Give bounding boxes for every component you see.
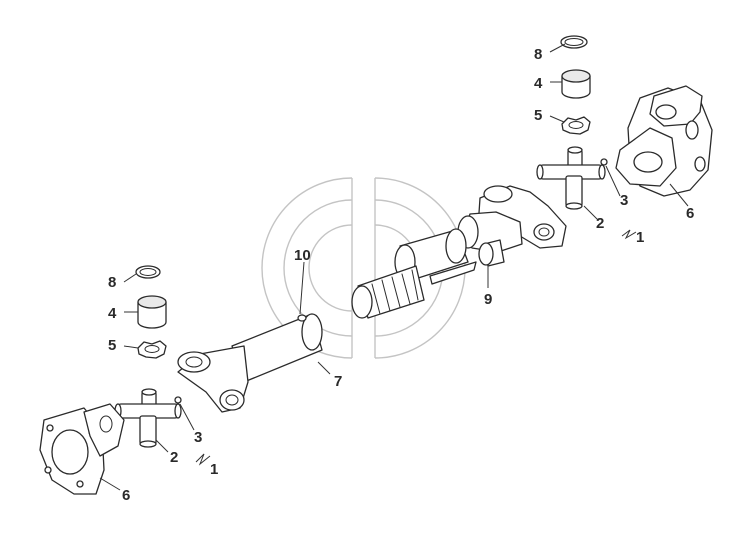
snap-ring-8-top	[560, 35, 588, 49]
callout-3-left: 3	[194, 429, 202, 446]
callout-6-left: 6	[122, 487, 130, 504]
bearing-cup-4-left	[137, 295, 167, 329]
callout-2-left: 2	[170, 449, 178, 466]
callouts: 8 4 5 3 6 2 1 9 10 7 8 4 5 3 2 1 6	[108, 46, 694, 504]
leader-lines	[99, 43, 689, 491]
callout-6-right: 6	[686, 205, 694, 222]
callout-8-left: 8	[108, 274, 116, 291]
callout-4-left: 4	[108, 305, 117, 322]
spline-shaft	[351, 265, 425, 319]
callout-7: 7	[334, 373, 342, 390]
callout-10: 10	[294, 247, 311, 264]
cross-spider-left	[114, 388, 182, 448]
callout-3-right: 3	[620, 192, 628, 209]
slip-yoke-right	[457, 185, 567, 253]
callout-1-right: 1	[636, 229, 644, 246]
shaft-tube-7	[231, 313, 323, 383]
cross-spider-right	[536, 146, 608, 210]
callout-9: 9	[484, 291, 492, 308]
tube-yoke-left	[177, 345, 249, 413]
seal-5-left	[137, 340, 167, 359]
snap-ring-8-left	[135, 265, 161, 279]
callout-4-top: 4	[534, 75, 543, 92]
callout-1-left: 1	[210, 461, 218, 478]
bearing-cup-4-top	[561, 69, 591, 99]
callout-5-left: 5	[108, 337, 116, 354]
callout-2-right: 2	[596, 215, 604, 232]
seal-5-top	[561, 116, 591, 135]
flange-yoke-right	[615, 85, 713, 197]
callout-8-top: 8	[534, 46, 542, 63]
flange-yoke-left	[39, 403, 125, 495]
callout-5-top: 5	[534, 107, 542, 124]
